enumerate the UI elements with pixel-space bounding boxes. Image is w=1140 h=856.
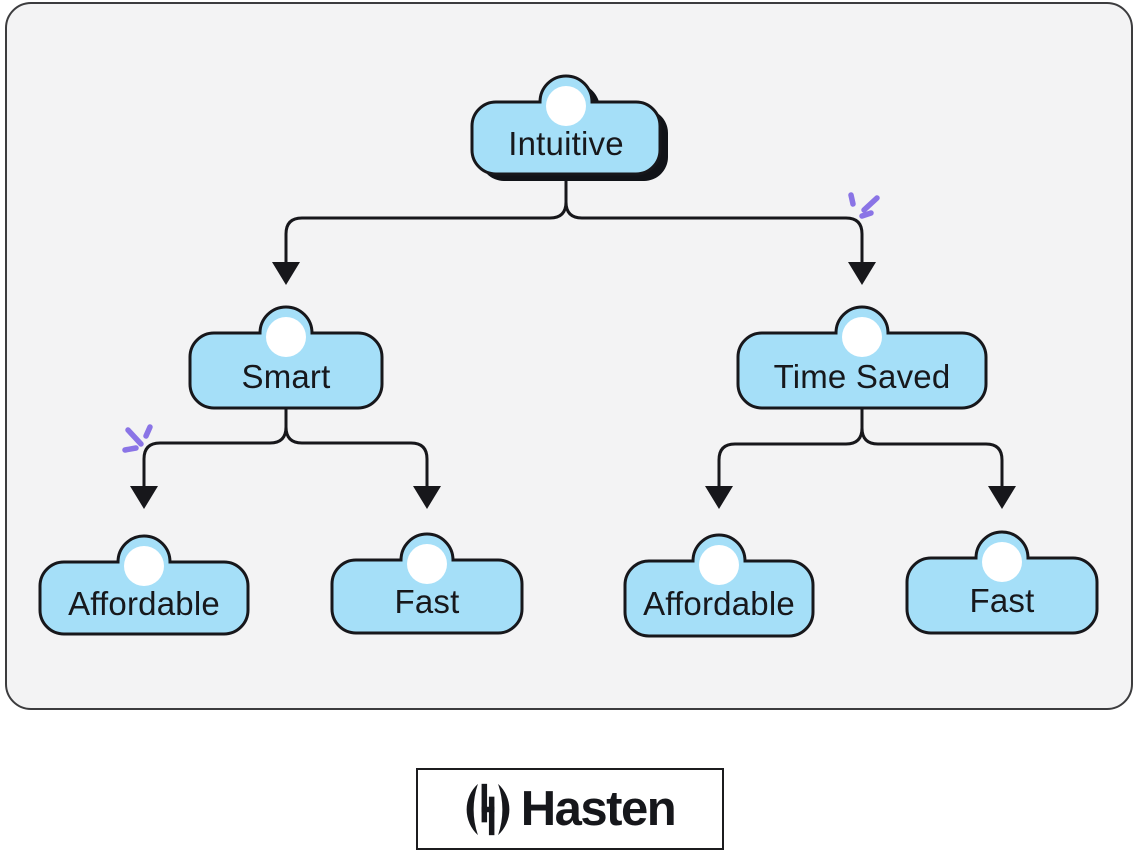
edge-intuitive-time-saved <box>564 176 864 264</box>
node-shape-time-saved <box>736 305 988 410</box>
edge-time-saved-affordable <box>717 408 864 488</box>
logo: Hasten <box>416 768 724 850</box>
node-shape-fast-right <box>905 530 1099 635</box>
node-notch-time-saved <box>842 317 882 357</box>
node-notch-fast-right <box>982 542 1022 582</box>
sparkle-icon <box>848 192 880 219</box>
edge-smart-affordable <box>142 408 288 488</box>
edge-smart-fast <box>284 408 429 488</box>
arrowhead-icon <box>413 486 441 509</box>
hasten-logo-icon <box>466 783 510 835</box>
arrowhead-icon <box>988 486 1016 509</box>
arrowhead-icon <box>705 486 733 509</box>
node-notch-intuitive <box>546 86 586 126</box>
node-notch-affordable-right <box>699 545 739 585</box>
sparkle-icon <box>122 424 153 453</box>
node-shape-smart <box>188 305 384 410</box>
logo-text: Hasten <box>520 782 677 836</box>
node-notch-fast-left <box>407 544 447 584</box>
node-notch-affordable-left <box>124 546 164 586</box>
arrowhead-icon <box>272 262 300 285</box>
edge-intuitive-smart <box>284 176 568 264</box>
node-notch-smart <box>266 317 306 357</box>
arrowhead-icon <box>848 262 876 285</box>
tree-diagram <box>38 74 1099 638</box>
node-shape-affordable-right <box>623 533 815 638</box>
edge-time-saved-fast <box>860 408 1004 488</box>
arrowhead-icon <box>130 486 158 509</box>
